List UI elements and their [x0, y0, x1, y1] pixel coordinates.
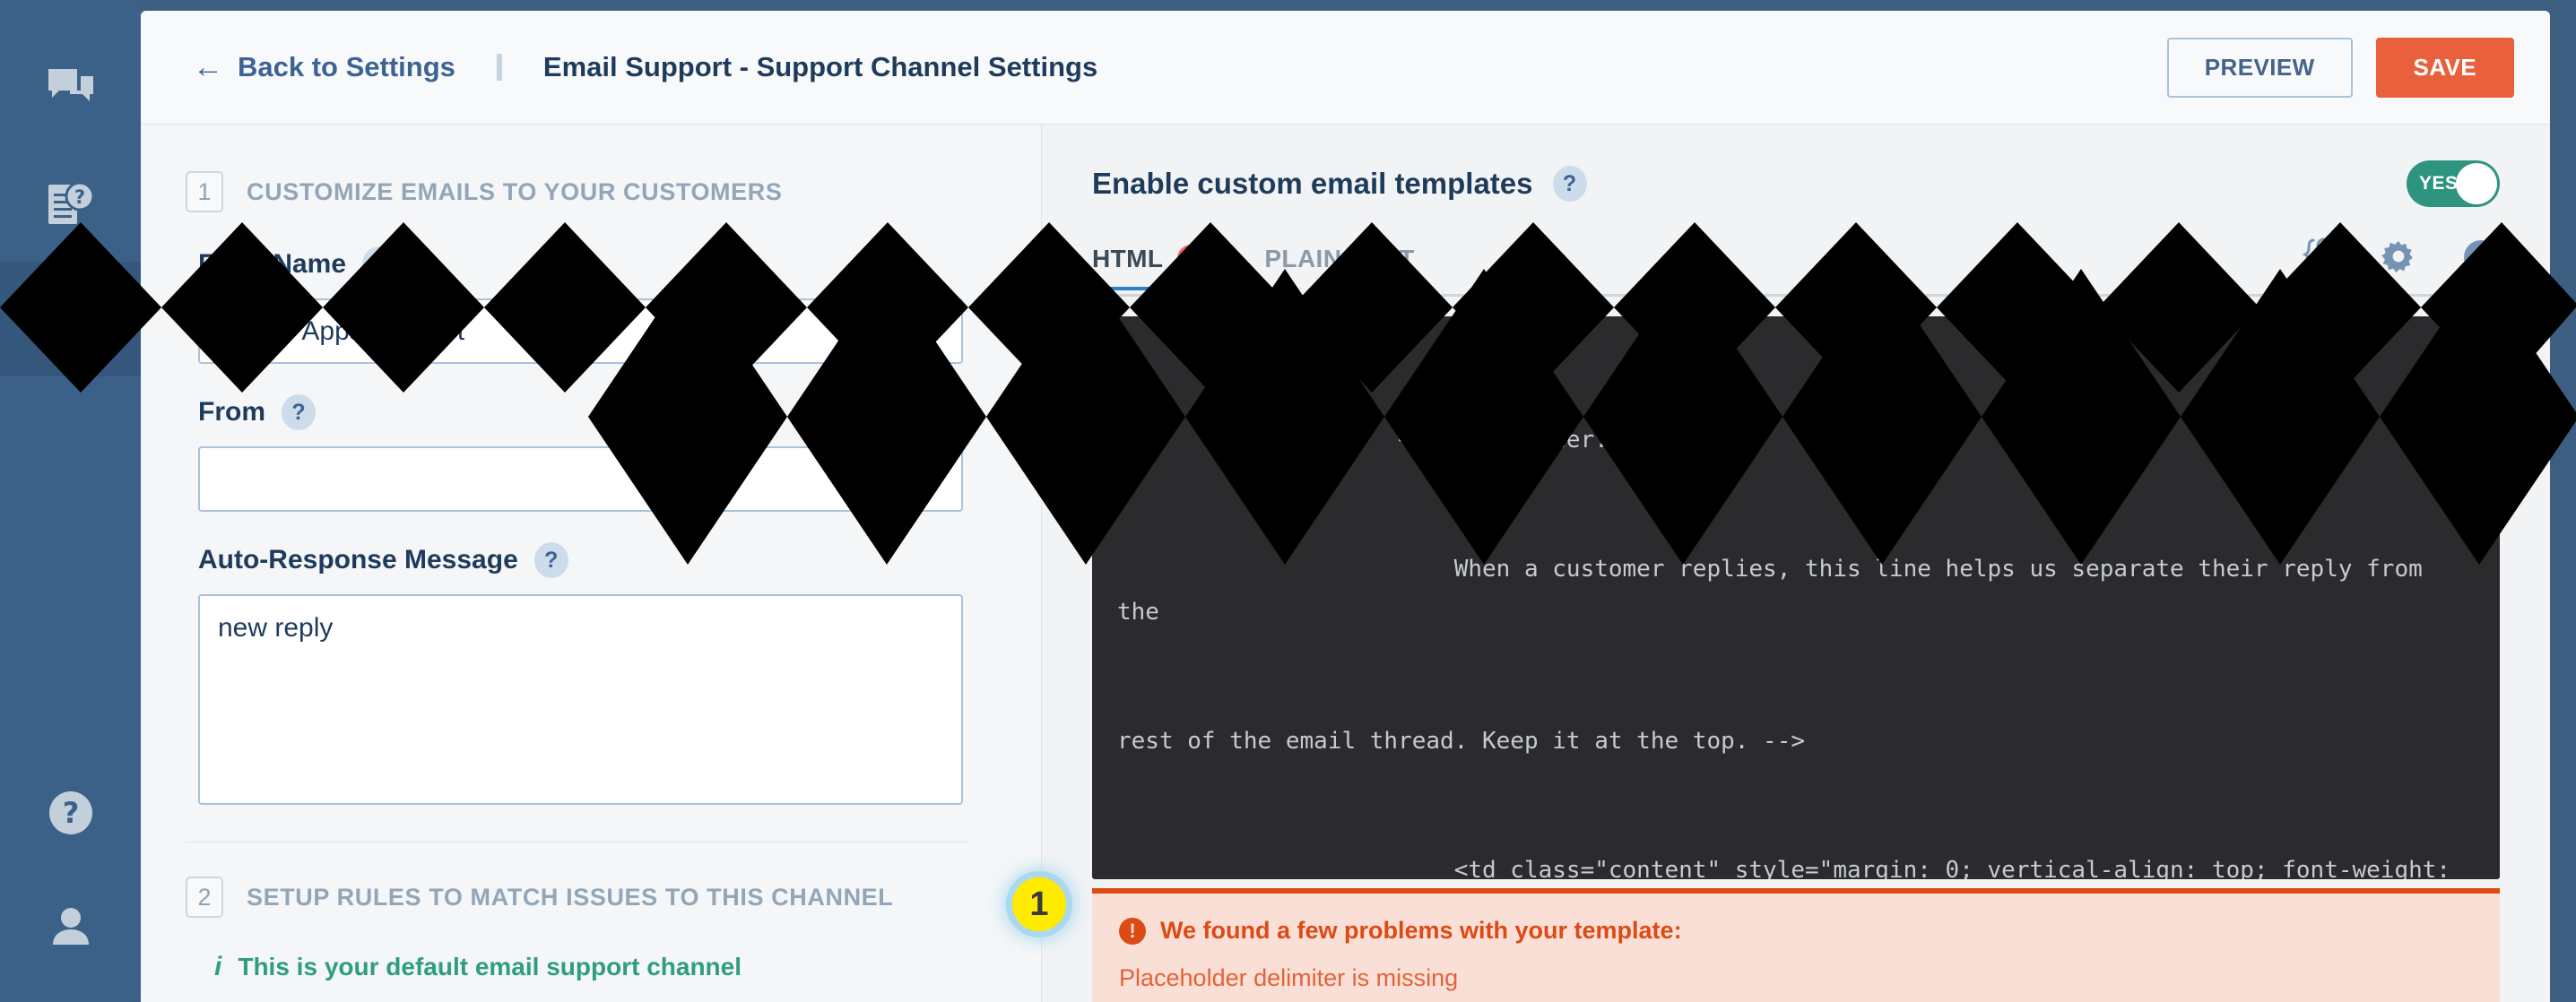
editor-toolbar: ?	[2301, 238, 2500, 294]
auto-response-label: Auto-Response Message	[198, 545, 518, 574]
alert-icon: !	[1119, 917, 1146, 945]
field-from-name: From Name ?	[141, 246, 1041, 364]
editor-tabs: HTML ! PLAIN TEXT	[1092, 238, 2500, 297]
code-line: When a customer replies, this line helps…	[1117, 556, 2437, 626]
info-icon: i	[214, 952, 222, 981]
section-title-rules: SETUP RULES TO MATCH ISSUES TO THIS CHAN…	[247, 883, 894, 911]
template-error-panel: ! We found a few problems with your temp…	[1092, 888, 2500, 1002]
section-header-customize: 1 CUSTOMIZE EMAILS TO YOUR CUSTOMERS	[141, 171, 1041, 212]
auto-response-help-icon[interactable]: ?	[533, 542, 568, 578]
code-line: <!-- delimiter:	[1117, 427, 1609, 453]
help-circle-icon[interactable]: ?	[2462, 238, 2500, 281]
tab-html-label: HTML	[1092, 244, 1164, 272]
field-auto-response: Auto-Response Message ? new reply	[141, 542, 1041, 809]
from-email-input[interactable]	[198, 446, 963, 512]
default-channel-note: i This is your default email support cha…	[141, 952, 1041, 982]
conversations-icon	[47, 67, 95, 112]
app-sidebar: ? ?	[0, 0, 141, 1002]
content-card: ← Back to Settings Email Support - Suppo…	[141, 11, 2550, 1002]
template-error-heading: ! We found a few problems with your temp…	[1119, 917, 2473, 945]
sidebar-item-account[interactable]	[0, 887, 141, 1002]
tab-html-error-badge: !	[1177, 245, 1206, 272]
enable-templates-title: Enable custom email templates	[1092, 167, 1533, 200]
section-header-rules: 2 SETUP RULES TO MATCH ISSUES TO THIS CH…	[141, 877, 1041, 918]
breadcrumb-separator	[496, 54, 502, 81]
svg-text:?: ?	[74, 186, 84, 208]
reports-icon	[50, 301, 91, 337]
back-arrow-icon: ←	[193, 50, 223, 84]
tab-plain-text-label: PLAIN TEXT	[1264, 244, 1415, 272]
settings-form-pane: 1 CUSTOMIZE EMAILS TO YOUR CUSTOMERS Fro…	[141, 125, 1042, 1002]
from-name-label: From Name	[198, 249, 347, 279]
code-line: rest of the email thread. Keep it at the…	[1117, 728, 1806, 755]
svg-text:?: ?	[62, 796, 79, 830]
field-from-email: From ?	[141, 394, 1041, 512]
gear-icon[interactable]	[2380, 238, 2417, 281]
annotation-marker-1: 1	[1006, 871, 1072, 937]
tab-html[interactable]: HTML !	[1092, 244, 1206, 290]
page-title: Email Support - Support Channel Settings	[542, 51, 1098, 82]
from-name-input[interactable]	[198, 298, 963, 364]
section-title-customize: CUSTOMIZE EMAILS TO YOUR CUSTOMERS	[247, 177, 783, 205]
sidebar-item-conversations[interactable]	[0, 32, 141, 147]
template-header: Enable custom email templates ? YES	[1092, 160, 2500, 207]
insert-placeholder-icon[interactable]	[2301, 238, 2335, 281]
html-template-code-editor[interactable]: <!-- delimiter: When a customer replies,…	[1092, 316, 2500, 879]
help-circle-icon: ?	[48, 790, 94, 836]
save-button[interactable]: SAVE	[2375, 37, 2514, 98]
from-email-label-row: From ?	[198, 394, 1041, 430]
tab-plain-text[interactable]: PLAIN TEXT	[1264, 245, 1414, 288]
step-number-2: 2	[186, 877, 223, 918]
from-email-label: From	[198, 397, 265, 427]
from-name-help-icon[interactable]: ?	[362, 246, 397, 282]
enable-templates-toggle[interactable]: YES	[2407, 160, 2500, 207]
back-to-settings-link[interactable]: ← Back to Settings	[193, 51, 455, 83]
code-line: <td class="content" style="margin: 0; ve…	[1117, 857, 2451, 879]
sidebar-item-knowledge-base[interactable]: ?	[0, 147, 141, 262]
auto-response-textarea[interactable]: new reply	[198, 594, 963, 805]
body-split: 1 CUSTOMIZE EMAILS TO YOUR CUSTOMERS Fro…	[141, 125, 2550, 1002]
back-to-settings-label: Back to Settings	[238, 51, 455, 82]
template-editor-pane: Enable custom email templates ? YES HTML…	[1042, 125, 2550, 1002]
template-error-heading-text: We found a few problems with your templa…	[1160, 917, 1682, 944]
sidebar-item-help[interactable]: ?	[0, 773, 141, 887]
person-icon	[48, 905, 94, 948]
enable-templates-help-icon[interactable]: ?	[1552, 166, 1587, 202]
from-name-label-row: From Name ?	[198, 246, 1041, 282]
toggle-knob	[2456, 163, 2497, 204]
default-channel-note-text: This is your default email support chann…	[238, 953, 742, 980]
template-error-item: Placeholder delimiter is missing	[1119, 964, 1459, 991]
step-number-1: 1	[186, 171, 223, 212]
auto-response-label-row: Auto-Response Message ?	[198, 542, 1041, 578]
preview-button[interactable]: PREVIEW	[2166, 37, 2353, 98]
toggle-state-label: YES	[2419, 173, 2459, 194]
sidebar-item-reports[interactable]	[0, 262, 141, 376]
from-email-help-icon[interactable]: ?	[282, 394, 316, 430]
knowledge-base-icon: ?	[47, 181, 95, 228]
topbar-actions: PREVIEW SAVE	[2166, 37, 2514, 98]
svg-text:?: ?	[2474, 246, 2487, 272]
top-bar: ← Back to Settings Email Support - Suppo…	[141, 11, 2550, 125]
